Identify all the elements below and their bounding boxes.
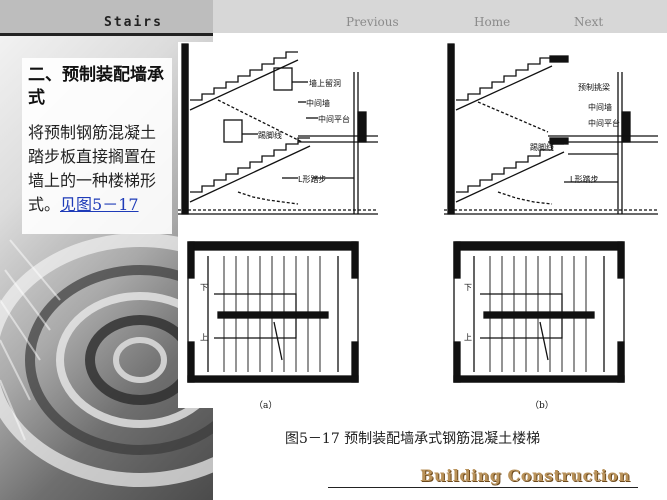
label-wall-hole-a: 墙上留洞 — [309, 79, 341, 88]
body-text: 将预制钢筋混凝土踏步板直接搁置在墙上的一种楼梯形式。 — [28, 123, 157, 214]
top-rule — [0, 33, 213, 36]
next-link[interactable]: Next — [574, 15, 604, 29]
label-landing-a: 中间平台 — [318, 115, 350, 124]
stair-figure: 墙上留洞 中间墙 中间平台 踢脚线 L形踏步 下 上 （a） 预制挑梁 中间墙 … — [178, 42, 667, 411]
home-link[interactable]: Home — [474, 15, 511, 29]
footer-brand: Building Construction — [420, 466, 631, 485]
stair-drawings — [178, 43, 658, 383]
text-card — [22, 58, 172, 234]
figure-caption: 图5－17 预制装配墙承式钢筋混凝土楼梯 — [285, 431, 541, 447]
figure-letter-b: （b） — [530, 401, 554, 411]
label-up-b: 上 — [464, 333, 472, 342]
label-beam-b: 预制挑梁 — [578, 83, 610, 92]
top-bar-left — [0, 0, 213, 33]
label-l-step-b: L形踏步 — [570, 175, 599, 184]
label-l-step-a: L形踏步 — [298, 175, 327, 184]
slide-body: 将预制钢筋混凝土踏步板直接搁置在墙上的一种楼梯形式。见图5－17 — [28, 121, 168, 217]
label-down-b: 下 — [464, 283, 472, 292]
section-tag: Stairs — [104, 15, 163, 30]
label-kick-a: 踢脚线 — [258, 131, 282, 140]
figure-reference-link[interactable]: 见图5－17 — [60, 195, 139, 214]
label-up-a: 上 — [200, 333, 208, 342]
slide-heading: 二、预制装配墙承式 — [28, 65, 164, 108]
figure-letter-a: （a） — [254, 401, 278, 411]
label-mid-wall-a: 中间墙 — [306, 99, 330, 108]
footer-rule — [328, 487, 638, 488]
label-kick-b: 踢脚线 — [530, 143, 554, 152]
label-down-a: 下 — [200, 283, 208, 292]
previous-link[interactable]: Previous — [346, 15, 399, 29]
label-mid-wall-b: 中间墙 — [588, 103, 612, 112]
label-landing-b: 中间平台 — [588, 119, 620, 128]
